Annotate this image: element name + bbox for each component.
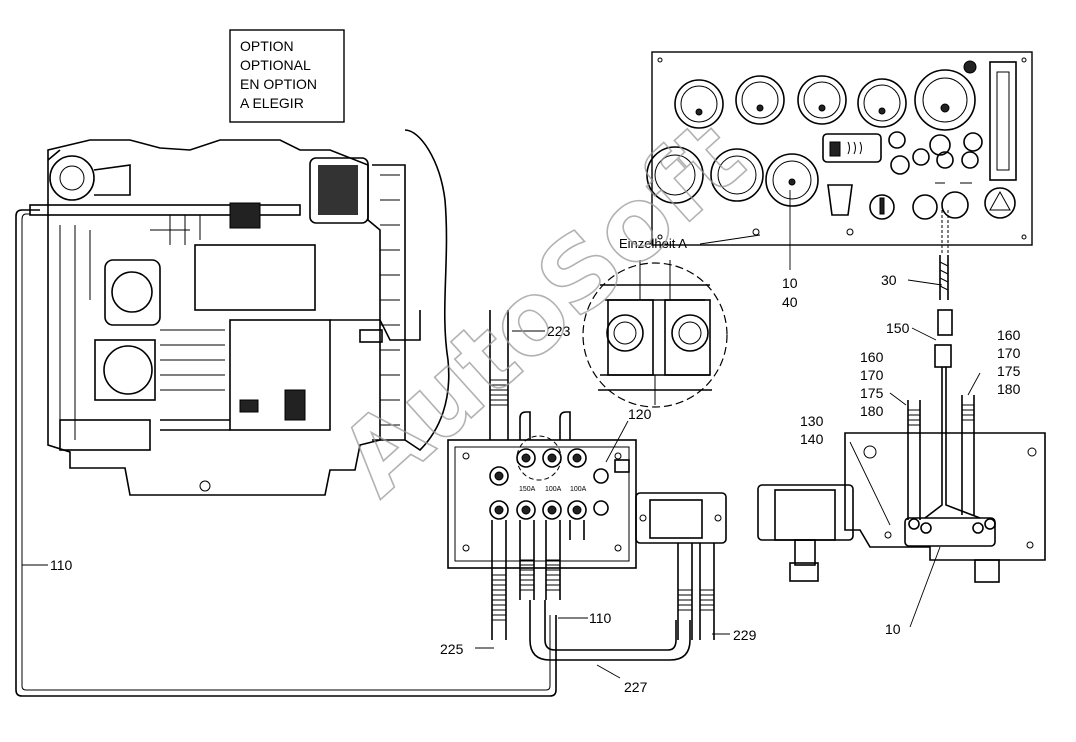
callout-180-left: 180 — [860, 403, 884, 419]
callout-40: 40 — [782, 294, 798, 310]
callout-223: 223 — [547, 323, 571, 339]
callout-229: 229 — [733, 627, 757, 643]
callout-10-top: 10 — [782, 275, 798, 291]
cable-227 — [529, 600, 691, 661]
cable-110 — [15, 209, 557, 697]
callout-150: 150 — [886, 320, 910, 336]
callout-170-left: 170 — [860, 367, 884, 383]
option-line-1: OPTION — [240, 38, 294, 54]
relay-box — [635, 492, 727, 640]
fuse-box: 150A 100A 100A — [447, 411, 637, 640]
cable-223 — [489, 310, 509, 440]
option-box: OPTION OPTIONAL EN OPTION A ELEGIR — [229, 29, 345, 123]
detail-view: Einzelheit A — [582, 234, 761, 408]
callout-labels: 10 40 30 150 160 170 175 180 160 170 175… — [50, 272, 1021, 695]
fuse-rating-3: 100A — [570, 486, 587, 493]
option-line-3: EN OPTION — [240, 76, 317, 92]
fuse-rating-2: 100A — [545, 486, 562, 493]
detail-label: Einzelheit A — [619, 236, 687, 251]
fuse-rating-1: 150A — [519, 486, 536, 493]
callout-227: 227 — [624, 679, 648, 695]
callout-10-bottom: 10 — [885, 621, 901, 637]
battery-plate — [757, 432, 1046, 583]
callout-110-mid: 110 — [589, 610, 612, 626]
callout-160-right: 160 — [997, 327, 1021, 343]
callout-30: 30 — [881, 272, 897, 288]
option-line-2: OPTIONAL — [240, 57, 311, 73]
callout-170-right: 170 — [997, 345, 1021, 361]
callout-175-right: 175 — [997, 363, 1021, 379]
callout-180-right: 180 — [997, 381, 1021, 397]
callout-110-left: 110 — [50, 557, 73, 573]
callout-175-left: 175 — [860, 385, 884, 401]
callout-120: 120 — [628, 406, 652, 422]
watermark-logo: AutoSoft — [318, 98, 766, 518]
callout-160-left: 160 — [860, 349, 884, 365]
callout-225: 225 — [440, 641, 464, 657]
option-line-4: A ELEGIR — [240, 95, 304, 111]
leader-lines — [22, 190, 981, 679]
callout-140: 140 — [800, 431, 824, 447]
gauge-row-top — [674, 60, 977, 131]
panel-harness — [907, 210, 981, 520]
instrument-panel — [646, 51, 1033, 246]
callout-130: 130 — [800, 413, 824, 429]
